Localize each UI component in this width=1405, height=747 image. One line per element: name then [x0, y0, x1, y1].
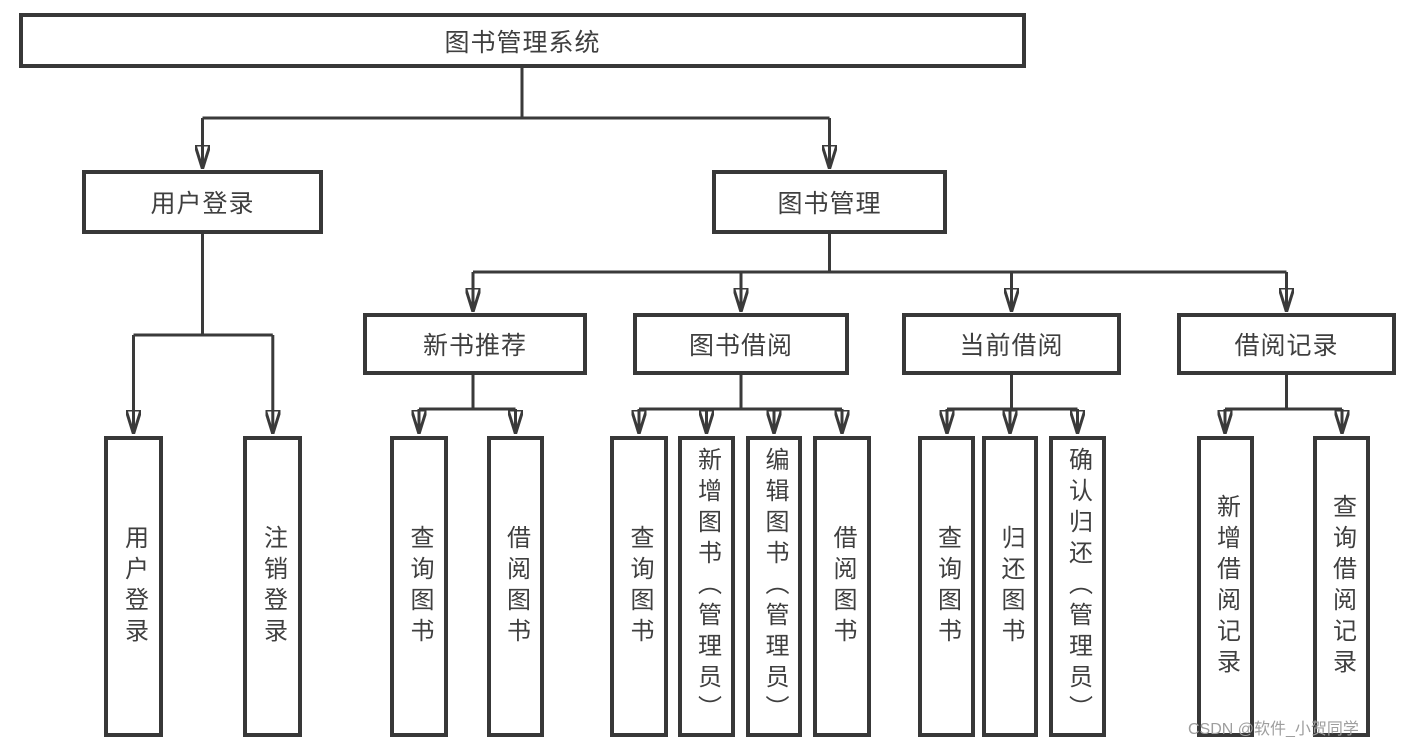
leaf-label: 查询图书 [626, 524, 653, 649]
leaf-label: 查询图书 [933, 524, 961, 649]
leaf-label: 注销登录 [259, 524, 287, 649]
leaf-label: 新增图书（管理员） [693, 447, 721, 726]
node-book-management: 图书管理 [712, 170, 947, 234]
leaf-label: 用户登录 [120, 524, 148, 649]
leaf-label: 确认归还（管理员） [1064, 447, 1092, 726]
leaf-label: 查询图书 [406, 524, 433, 649]
node-current-borrowing: 当前借阅 [902, 313, 1121, 375]
node-user-login: 用户登录 [82, 170, 323, 234]
connector-book-borrowing-children [639, 375, 842, 434]
connector-root-to-level2 [203, 68, 830, 169]
leaf-logout: 注销登录 [243, 436, 302, 737]
leaf-label: 编辑图书（管理员） [761, 447, 788, 726]
leaf-label: 借阅图书 [502, 524, 530, 649]
node-root-system: 图书管理系统 [19, 13, 1026, 68]
leaf-query-borrow-record: 查询借阅记录 [1313, 436, 1370, 737]
leaf-add-borrow-record: 新增借阅记录 [1197, 436, 1254, 737]
leaf-query-books-current: 查询图书 [918, 436, 975, 737]
leaf-return-book: 归还图书 [982, 436, 1038, 737]
node-new-book-recommend: 新书推荐 [363, 313, 587, 375]
leaf-confirm-return-admin: 确认归还（管理员） [1049, 436, 1106, 737]
watermark: CSDN @软件_小贺同学 [1188, 721, 1359, 738]
leaf-label: 归还图书 [997, 524, 1024, 649]
leaf-user-login: 用户登录 [104, 436, 163, 737]
connector-new-book-recommend-children [419, 375, 516, 434]
leaf-label: 新增借阅记录 [1212, 493, 1240, 680]
connector-book-management-children [473, 234, 1287, 312]
leaf-label: 借阅图书 [829, 524, 856, 649]
node-borrowing-records: 借阅记录 [1177, 313, 1396, 375]
leaf-query-books-recommend: 查询图书 [390, 436, 448, 737]
leaf-borrow-books-recommend: 借阅图书 [487, 436, 544, 737]
leaf-add-book-admin: 新增图书（管理员） [678, 436, 735, 737]
leaf-label: 查询借阅记录 [1328, 493, 1356, 680]
leaf-borrow-books-borrowing: 借阅图书 [813, 436, 871, 737]
node-book-borrowing: 图书借阅 [633, 313, 849, 375]
connector-borrowing-records-children [1225, 375, 1342, 434]
connector-user-login-children [134, 234, 273, 434]
leaf-edit-book-admin: 编辑图书（管理员） [746, 436, 802, 737]
leaf-query-books-borrowing: 查询图书 [610, 436, 668, 737]
connector-current-borrowing-children [947, 375, 1078, 434]
